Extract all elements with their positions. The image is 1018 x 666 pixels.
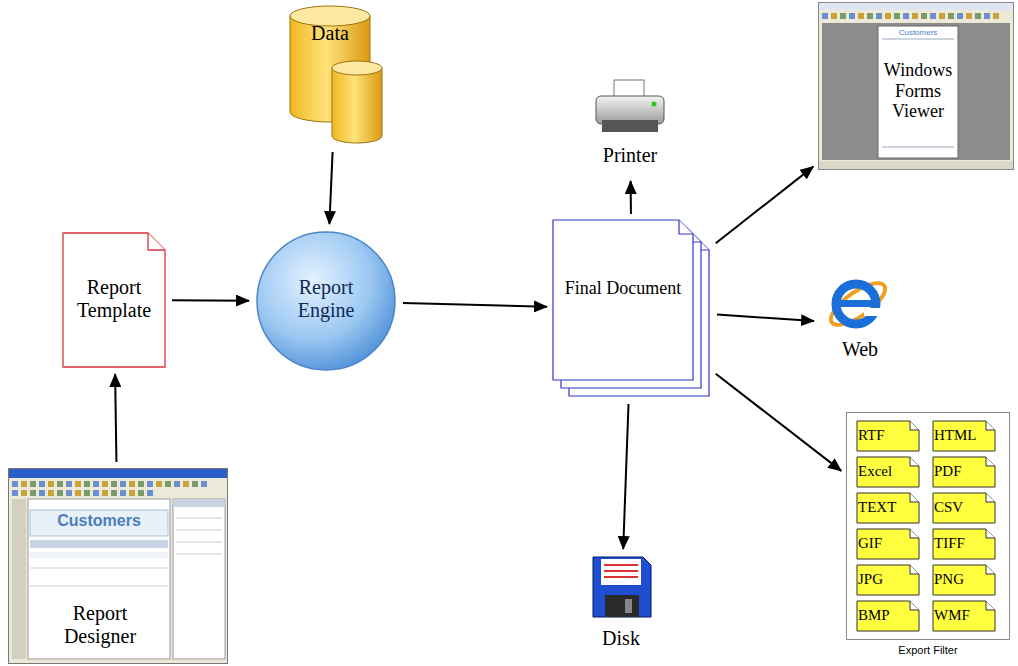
- format-tag: BMP: [856, 600, 920, 632]
- node-label: Export Filter: [846, 644, 1010, 657]
- node-label: TEXT: [858, 499, 916, 516]
- node-label: Data: [288, 22, 372, 45]
- node-label: Web: [814, 338, 906, 361]
- node-label: PDF: [934, 463, 992, 480]
- node-label: RTF: [858, 427, 916, 444]
- format-tag: WMF: [932, 600, 996, 632]
- format-tag: GIF: [856, 528, 920, 560]
- flow-arrow: [716, 374, 842, 471]
- flow-arrow: [172, 299, 249, 301]
- node-label: GIF: [858, 535, 916, 552]
- disk-icon: Disk: [585, 555, 657, 663]
- format-tag: JPG: [856, 564, 920, 596]
- node-label: Report Designer: [38, 602, 162, 648]
- flow-arrow: [115, 374, 116, 462]
- node-label: Printer: [580, 144, 680, 167]
- node-label: Disk: [577, 627, 665, 650]
- document-stack: Final Document: [553, 220, 711, 398]
- designer-screenshot: CustomersReport Designer: [8, 468, 228, 664]
- node-label: HTML: [934, 427, 992, 444]
- node-label: Report Engine: [276, 276, 376, 322]
- node-label: Customers: [32, 512, 166, 530]
- flow-arrow: [630, 181, 632, 214]
- node-label: BMP: [858, 607, 916, 624]
- flow-arrow: [403, 303, 547, 307]
- node-label: Customers: [880, 28, 956, 37]
- node-label: CSV: [934, 499, 992, 516]
- flow-arrow: [623, 404, 628, 549]
- node-label: WMF: [934, 607, 992, 624]
- format-tag: PDF: [932, 456, 996, 488]
- document-stack-outline: [553, 220, 711, 398]
- format-tag: Excel: [856, 456, 920, 488]
- node-label: Report Template: [66, 276, 162, 322]
- database-cylinder: Data: [288, 4, 384, 146]
- web-browser-icon-outline: [820, 272, 900, 376]
- web-browser-icon: Web: [820, 272, 900, 376]
- viewer-window: CustomersWindows Forms Viewer: [818, 2, 1014, 170]
- node-label: Windows Forms Viewer: [878, 60, 958, 122]
- format-tag: CSV: [932, 492, 996, 524]
- node-label: JPG: [858, 571, 916, 588]
- printer-icon: Printer: [590, 80, 670, 175]
- node-label: Final Document: [563, 278, 683, 299]
- engine-circle: Report Engine: [255, 230, 397, 372]
- flow-arrow: [329, 152, 332, 224]
- format-tag: RTF: [856, 420, 920, 452]
- export-filter-box: Export Filter RTF HTML Excel PDF TEXT CSV GIF TI…: [846, 412, 1010, 664]
- format-tag: TEXT: [856, 492, 920, 524]
- node-label: PNG: [934, 571, 992, 588]
- format-tag: PNG: [932, 564, 996, 596]
- flow-arrow: [716, 167, 814, 244]
- node-label: TIFF: [934, 535, 992, 552]
- format-tag: HTML: [932, 420, 996, 452]
- node-label: Excel: [858, 463, 916, 480]
- format-tag: TIFF: [932, 528, 996, 560]
- flow-arrow: [717, 315, 814, 321]
- template-page: Report Template: [62, 232, 166, 368]
